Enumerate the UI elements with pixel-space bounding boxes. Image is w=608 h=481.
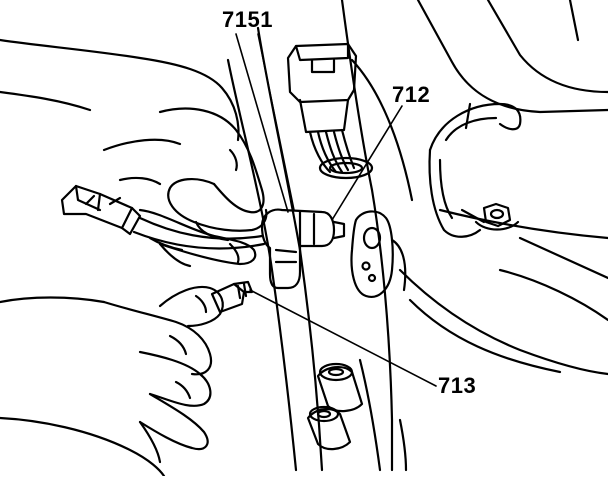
- callout-7151: 7151: [222, 7, 273, 32]
- harness-clip: [428, 102, 522, 238]
- leader-lines: [235, 33, 437, 387]
- mounting-bracket: [350, 210, 407, 298]
- harness-connector: [286, 42, 374, 180]
- bolt: [474, 202, 520, 231]
- upper-hand: [0, 38, 268, 268]
- sensor-7151: [260, 208, 346, 290]
- leader-713: [249, 289, 437, 387]
- lower-hand: [0, 285, 224, 478]
- leader-712: [331, 105, 403, 221]
- leader-7151-a: [235, 33, 289, 213]
- vehicle-body: [226, 0, 608, 472]
- leader-7151-b: [257, 33, 295, 211]
- callout-713: 713: [438, 373, 477, 398]
- switch-713: [210, 280, 254, 314]
- callout-712: 712: [392, 82, 431, 107]
- studs: [306, 362, 364, 451]
- hand-connector: [60, 184, 266, 252]
